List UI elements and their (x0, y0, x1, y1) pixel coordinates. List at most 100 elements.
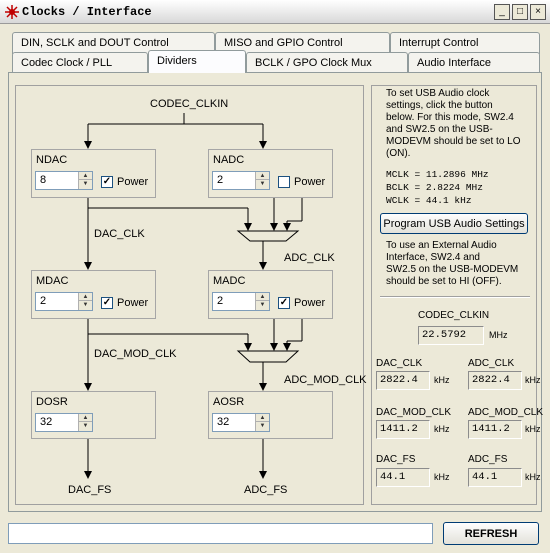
codec-clkin-unit: MHz (489, 330, 508, 340)
dosr-block: DOSR 32 ▲ ▼ (31, 391, 156, 439)
aosr-block: AOSR 32 ▲ ▼ (208, 391, 333, 439)
divider-diagram: CODEC_CLKIN DAC_CLK ADC_CLK DAC_MOD_CLK … (15, 85, 367, 505)
spin-down-icon[interactable]: ▼ (259, 302, 266, 308)
usb-info-line: and SW2.5 on the USB- (386, 124, 493, 135)
dac-fs-readout-label: DAC_FS (376, 454, 416, 465)
info-panel: To set USB Audio clock settings, click t… (371, 85, 543, 505)
window-title: Clocks / Interface (22, 5, 152, 19)
bclk-text: BCLK = 2.8224 MHz (386, 182, 483, 193)
dosr-title: DOSR (36, 396, 68, 408)
tab-miso-gpio[interactable]: MISO and GPIO Control (215, 32, 390, 54)
ndac-spinbox[interactable]: 8 ▲ ▼ (35, 171, 93, 190)
dosr-spinbox[interactable]: 32 ▲ ▼ (35, 413, 93, 432)
adc-fs-readout: 44.1 (468, 468, 522, 487)
aosr-spin-buttons: ▲ ▼ (255, 414, 269, 431)
dac-mod-clk-readout-label: DAC_MOD_CLK (376, 407, 452, 418)
tab-din-sclk-dout[interactable]: DIN, SCLK and DOUT Control (12, 32, 215, 54)
spin-down-icon[interactable]: ▼ (82, 181, 89, 187)
spin-up-icon[interactable]: ▲ (79, 414, 92, 422)
madc-power-checkbox[interactable]: ✓ (278, 297, 290, 309)
refresh-button[interactable]: REFRESH (443, 522, 539, 545)
title-bar: Clocks / Interface _ □ × (0, 0, 550, 24)
madc-power-label: Power (294, 297, 326, 309)
aosr-spinbox[interactable]: 32 ▲ ▼ (212, 413, 270, 432)
madc-title: MADC (213, 275, 246, 287)
nadc-power-checkbox[interactable] (278, 176, 290, 188)
madc-spin-buttons: ▲ ▼ (255, 293, 269, 310)
close-button[interactable]: × (530, 4, 546, 20)
usb-info-text: To set USB Audio clock settings, click t… (386, 88, 528, 160)
adc-fs-unit: kHz (525, 472, 541, 482)
adc-mod-clk-readout: 1411.2 (468, 420, 522, 439)
spin-down-icon[interactable]: ▼ (259, 181, 266, 187)
spin-up-icon[interactable]: ▲ (79, 172, 92, 180)
aosr-title: AOSR (213, 396, 245, 408)
external-info-line: To use an External Audio (386, 240, 497, 251)
ndac-block: NDAC 8 ▲ ▼ ✓ Power (31, 149, 156, 198)
adc-mod-clk-mux (236, 350, 300, 363)
dividers-panel: CODEC_CLKIN DAC_CLK ADC_CLK DAC_MOD_CLK … (8, 72, 543, 512)
adc-fs-readout-label: ADC_FS (468, 454, 508, 465)
adc-clk-readout: 2822.4 (468, 371, 522, 390)
nadc-power-label: Power (294, 176, 326, 188)
mdac-value[interactable]: 2 (40, 295, 47, 307)
adc-mod-clk-label: ADC_MOD_CLK (284, 374, 367, 386)
spin-down-icon[interactable]: ▼ (82, 302, 89, 308)
nadc-spinbox[interactable]: 2 ▲ ▼ (212, 171, 270, 190)
spin-down-icon[interactable]: ▼ (259, 423, 266, 429)
mclk-text: MCLK = 11.2896 MHz (386, 169, 489, 180)
codec-clkin-label: CODEC_CLKIN (150, 98, 229, 110)
mdac-power-label: Power (117, 297, 149, 309)
ndac-power-label: Power (117, 176, 149, 188)
spin-down-icon[interactable]: ▼ (82, 423, 89, 429)
mdac-title: MDAC (36, 275, 69, 287)
dac-mod-clk-label: DAC_MOD_CLK (94, 348, 177, 360)
adc-mod-clk-readout-label: ADC_MOD_CLK (468, 407, 544, 418)
spin-up-icon[interactable]: ▲ (256, 172, 269, 180)
usb-info-line: (ON). (386, 148, 411, 159)
madc-block: MADC 2 ▲ ▼ ✓ Power (208, 270, 333, 319)
codec-clkin-readout-label: CODEC_CLKIN (418, 310, 490, 321)
dac-clk-label: DAC_CLK (94, 228, 145, 240)
spin-up-icon[interactable]: ▲ (256, 414, 269, 422)
app-icon (5, 5, 19, 19)
adc-clk-mux (236, 230, 300, 242)
dosr-spin-buttons: ▲ ▼ (78, 414, 92, 431)
clock-wires (84, 113, 303, 479)
wclk-text: WCLK = 44.1 kHz (386, 195, 472, 206)
ndac-title: NDAC (36, 154, 68, 166)
minimize-button[interactable]: _ (494, 4, 510, 20)
aosr-value[interactable]: 32 (217, 416, 230, 428)
madc-spinbox[interactable]: 2 ▲ ▼ (212, 292, 270, 311)
tab-bclk-gpo-clock-mux[interactable]: BCLK / GPO Clock Mux (246, 52, 408, 74)
adc-clk-readout-label: ADC_CLK (468, 358, 515, 369)
tab-interrupt-control[interactable]: Interrupt Control (390, 32, 540, 54)
tab-dividers[interactable]: Dividers (148, 50, 246, 73)
mdac-power-checkbox[interactable]: ✓ (101, 297, 113, 309)
dosr-value[interactable]: 32 (40, 416, 53, 428)
nadc-value[interactable]: 2 (217, 174, 224, 186)
tab-codec-clock-pll[interactable]: Codec Clock / PLL (12, 52, 148, 74)
ndac-spin-buttons: ▲ ▼ (78, 172, 92, 189)
program-usb-audio-button[interactable]: Program USB Audio Settings (380, 213, 528, 234)
spin-up-icon[interactable]: ▲ (256, 293, 269, 301)
mdac-spin-buttons: ▲ ▼ (78, 293, 92, 310)
status-field[interactable] (8, 523, 433, 544)
usb-info-line: settings, click the button (386, 100, 493, 111)
dac-mod-clk-unit: kHz (434, 424, 450, 434)
nadc-title: NADC (213, 154, 245, 166)
dac-clk-unit: kHz (434, 375, 450, 385)
madc-value[interactable]: 2 (217, 295, 224, 307)
ndac-value[interactable]: 8 (40, 174, 47, 186)
dac-fs-label: DAC_FS (68, 484, 112, 496)
dac-fs-readout: 44.1 (376, 468, 430, 487)
mdac-spinbox[interactable]: 2 ▲ ▼ (35, 292, 93, 311)
maximize-button[interactable]: □ (512, 4, 528, 20)
tab-audio-interface[interactable]: Audio Interface (408, 52, 540, 74)
dac-clk-readout: 2822.4 (376, 371, 430, 390)
dac-fs-unit: kHz (434, 472, 450, 482)
dac-clk-readout-label: DAC_CLK (376, 358, 423, 369)
ndac-power-checkbox[interactable]: ✓ (101, 176, 113, 188)
dac-mod-clk-readout: 1411.2 (376, 420, 430, 439)
spin-up-icon[interactable]: ▲ (79, 293, 92, 301)
